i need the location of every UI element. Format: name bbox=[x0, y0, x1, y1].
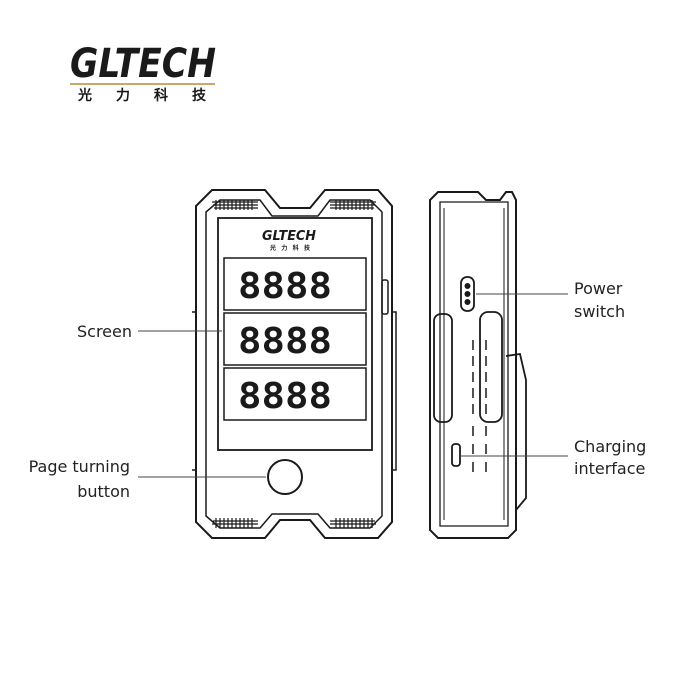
page-turning-button bbox=[267, 459, 303, 495]
charging-port bbox=[451, 443, 461, 467]
device-logo-chinese: 光 力 科 技 bbox=[269, 244, 311, 252]
callout-lines bbox=[138, 293, 568, 478]
device-logo: GLTECH bbox=[262, 229, 316, 244]
side-body-outline bbox=[429, 191, 517, 539]
page-turning-label-line-2: button bbox=[77, 482, 130, 501]
grip-vent-bottom-left bbox=[212, 518, 258, 528]
lcd-readout-3: 8888 bbox=[238, 376, 332, 417]
screen-window bbox=[217, 217, 373, 451]
side-inner-outline bbox=[439, 201, 509, 527]
page-turning-label-line-1: Page turning bbox=[29, 457, 130, 476]
lcd-readout-2: 8888 bbox=[238, 321, 332, 362]
lcd-readout-1: 8888 bbox=[238, 266, 332, 307]
charging-label-line-1: Charging bbox=[574, 437, 646, 456]
device-body-outline bbox=[195, 189, 393, 539]
power-switch-dot-3 bbox=[464, 299, 471, 305]
grip-vent-top-right bbox=[330, 200, 376, 210]
right-side-grip bbox=[392, 311, 397, 471]
side-panel-lines bbox=[443, 208, 505, 520]
side-vents bbox=[472, 340, 487, 472]
brand-name: GLTECH bbox=[70, 41, 216, 87]
grip-vent-bottom-right bbox=[330, 518, 376, 528]
lcd-row-2 bbox=[223, 312, 367, 366]
side-grip-right bbox=[479, 311, 503, 423]
brand-chinese: 光 力 科 技 bbox=[77, 87, 207, 104]
lcd-row-1 bbox=[223, 257, 367, 311]
side-button-front bbox=[381, 279, 389, 315]
side-grip-left bbox=[433, 313, 453, 423]
device-side-view bbox=[429, 191, 527, 539]
device-front-view bbox=[192, 189, 397, 539]
belt-clip bbox=[505, 352, 527, 511]
power-label-line-2: switch bbox=[574, 302, 625, 321]
power-label-line-1: Power bbox=[574, 279, 623, 298]
power-switch bbox=[460, 276, 475, 312]
charging-label-line-2: interface bbox=[574, 459, 645, 478]
power-switch-dot-1 bbox=[464, 283, 471, 289]
left-side-grip bbox=[192, 311, 197, 471]
power-switch-dot-2 bbox=[464, 291, 471, 297]
screen-label: Screen bbox=[77, 322, 132, 341]
grip-vent-top-left bbox=[212, 200, 258, 210]
lcd-row-3 bbox=[223, 367, 367, 421]
brand-logo: GLTECH 光 力 科 技 bbox=[70, 41, 216, 104]
